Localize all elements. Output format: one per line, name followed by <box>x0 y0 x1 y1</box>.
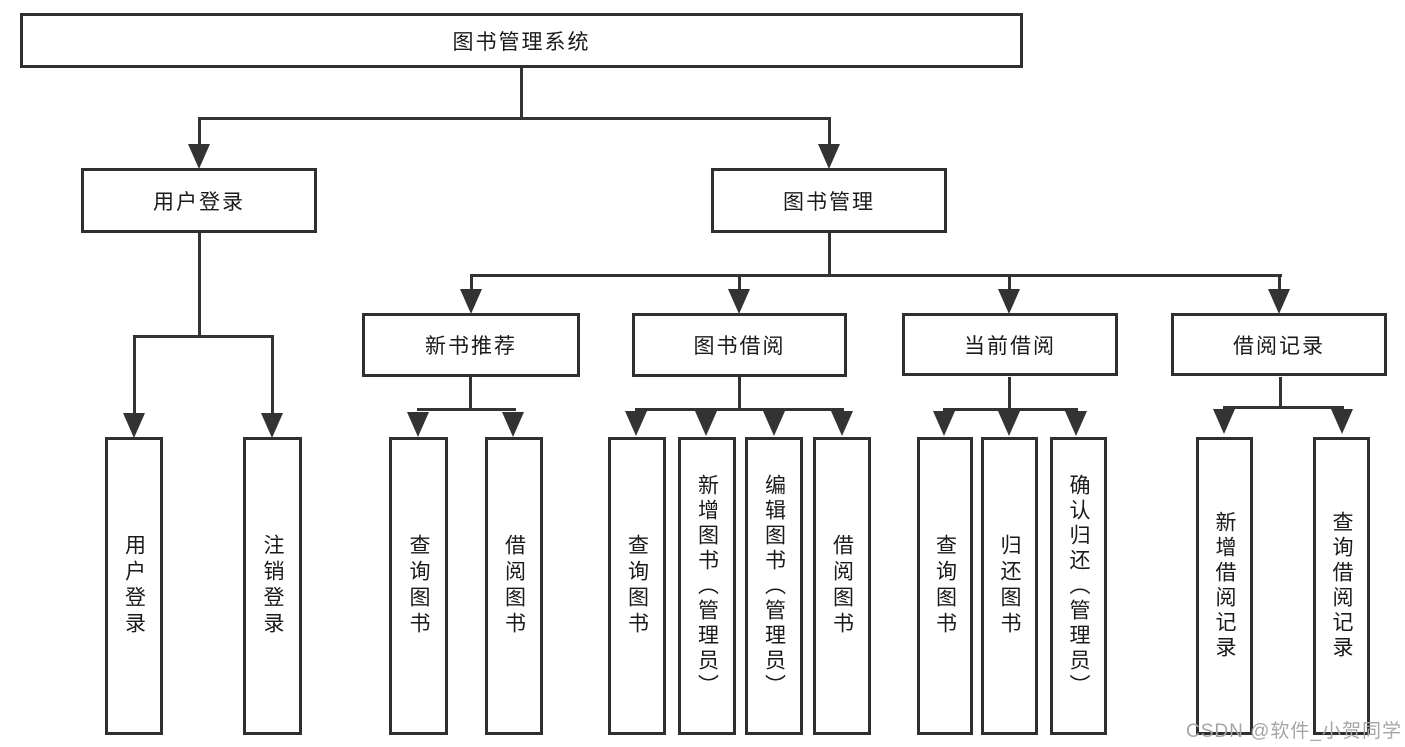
connector-root-bar <box>197 117 831 120</box>
arrowhead-return-book <box>998 411 1020 436</box>
connector-bookmgmt-drop-2 <box>737 277 741 291</box>
node-book-mgmt: 图书管理 <box>711 168 947 233</box>
node-v-return-book: 归还图书 <box>981 437 1038 735</box>
node-v-borrow-book-newrec: 借阅图书 <box>485 437 543 735</box>
arrowhead-book-borrow <box>728 289 750 314</box>
node-v-user-login: 用户登录 <box>105 437 163 735</box>
node-borrow-record: 借阅记录 <box>1171 313 1387 376</box>
connector-borrowrecord-bar <box>1222 406 1344 409</box>
connector-bookborrow-bar <box>634 408 844 411</box>
arrowhead-borrow-record <box>1268 289 1290 314</box>
node-user-login: 用户登录 <box>81 168 317 233</box>
arrowhead-user-login <box>188 144 210 169</box>
node-v-query-book-borrow: 查询图书 <box>608 437 666 735</box>
connector-bookborrow-stem <box>737 377 741 411</box>
node-v-query-borrow-record: 查询借阅记录 <box>1313 437 1370 735</box>
arrowhead-book-mgmt <box>818 144 840 169</box>
node-v-query-book-current: 查询图书 <box>917 437 973 735</box>
node-v-borrow-book-borrow: 借阅图书 <box>813 437 871 735</box>
connector-currentborrow-stem <box>1007 377 1011 411</box>
connector-root-stem <box>519 68 523 120</box>
arrowhead-query-borrow-record <box>1331 409 1353 434</box>
arrowhead-confirm-return <box>1065 411 1087 436</box>
arrowhead-edit-book <box>763 411 785 436</box>
node-v-confirm-return: 确认归还（管理员） <box>1050 437 1107 735</box>
node-root: 图书管理系统 <box>20 13 1023 68</box>
node-v-edit-book: 编辑图书（管理员） <box>745 437 803 735</box>
connector-root-drop-left <box>197 120 201 147</box>
connector-currentborrow-bar <box>942 408 1078 411</box>
node-v-add-borrow-record: 新增借阅记录 <box>1196 437 1253 735</box>
connector-bookmgmt-drop-1 <box>469 277 473 291</box>
connector-root-drop-right <box>827 120 831 147</box>
connector-borrowrecord-stem <box>1278 377 1282 409</box>
connector-userlogin-drop-right <box>270 338 274 415</box>
arrowhead-borrow-book-newrec <box>502 412 524 437</box>
node-v-logout: 注销登录 <box>243 437 302 735</box>
arrowhead-query-book-newrec <box>407 412 429 437</box>
node-v-add-book: 新增图书（管理员） <box>678 437 736 735</box>
node-new-book-rec: 新书推荐 <box>362 313 580 377</box>
connector-bookmgmt-bar <box>469 274 1282 277</box>
arrowhead-v-user-login <box>123 413 145 438</box>
connector-userlogin-bar <box>132 335 274 338</box>
connector-bookmgmt-stem <box>827 233 831 276</box>
arrowhead-current-borrow <box>998 289 1020 314</box>
arrowhead-v-logout <box>261 413 283 438</box>
arrowhead-new-book-rec <box>460 289 482 314</box>
arrowhead-add-borrow-record <box>1213 409 1235 434</box>
connector-bookmgmt-drop-4 <box>1277 277 1281 291</box>
connector-userlogin-stem <box>197 233 201 337</box>
arrowhead-query-book-current <box>933 411 955 436</box>
arrowhead-borrow-book-borrow <box>831 411 853 436</box>
node-book-borrow: 图书借阅 <box>632 313 847 377</box>
arrowhead-query-book-borrow <box>625 411 647 436</box>
connector-userlogin-drop-left <box>132 338 136 415</box>
node-v-query-book-newrec: 查询图书 <box>389 437 448 735</box>
node-current-borrow: 当前借阅 <box>902 313 1118 376</box>
connector-newrec-bar <box>416 408 516 411</box>
connector-bookmgmt-drop-3 <box>1007 277 1011 291</box>
connector-newrec-stem <box>468 377 472 411</box>
csdn-watermark: CSDN @软件_小贺同学 <box>1186 721 1402 742</box>
arrowhead-add-book <box>695 411 717 436</box>
